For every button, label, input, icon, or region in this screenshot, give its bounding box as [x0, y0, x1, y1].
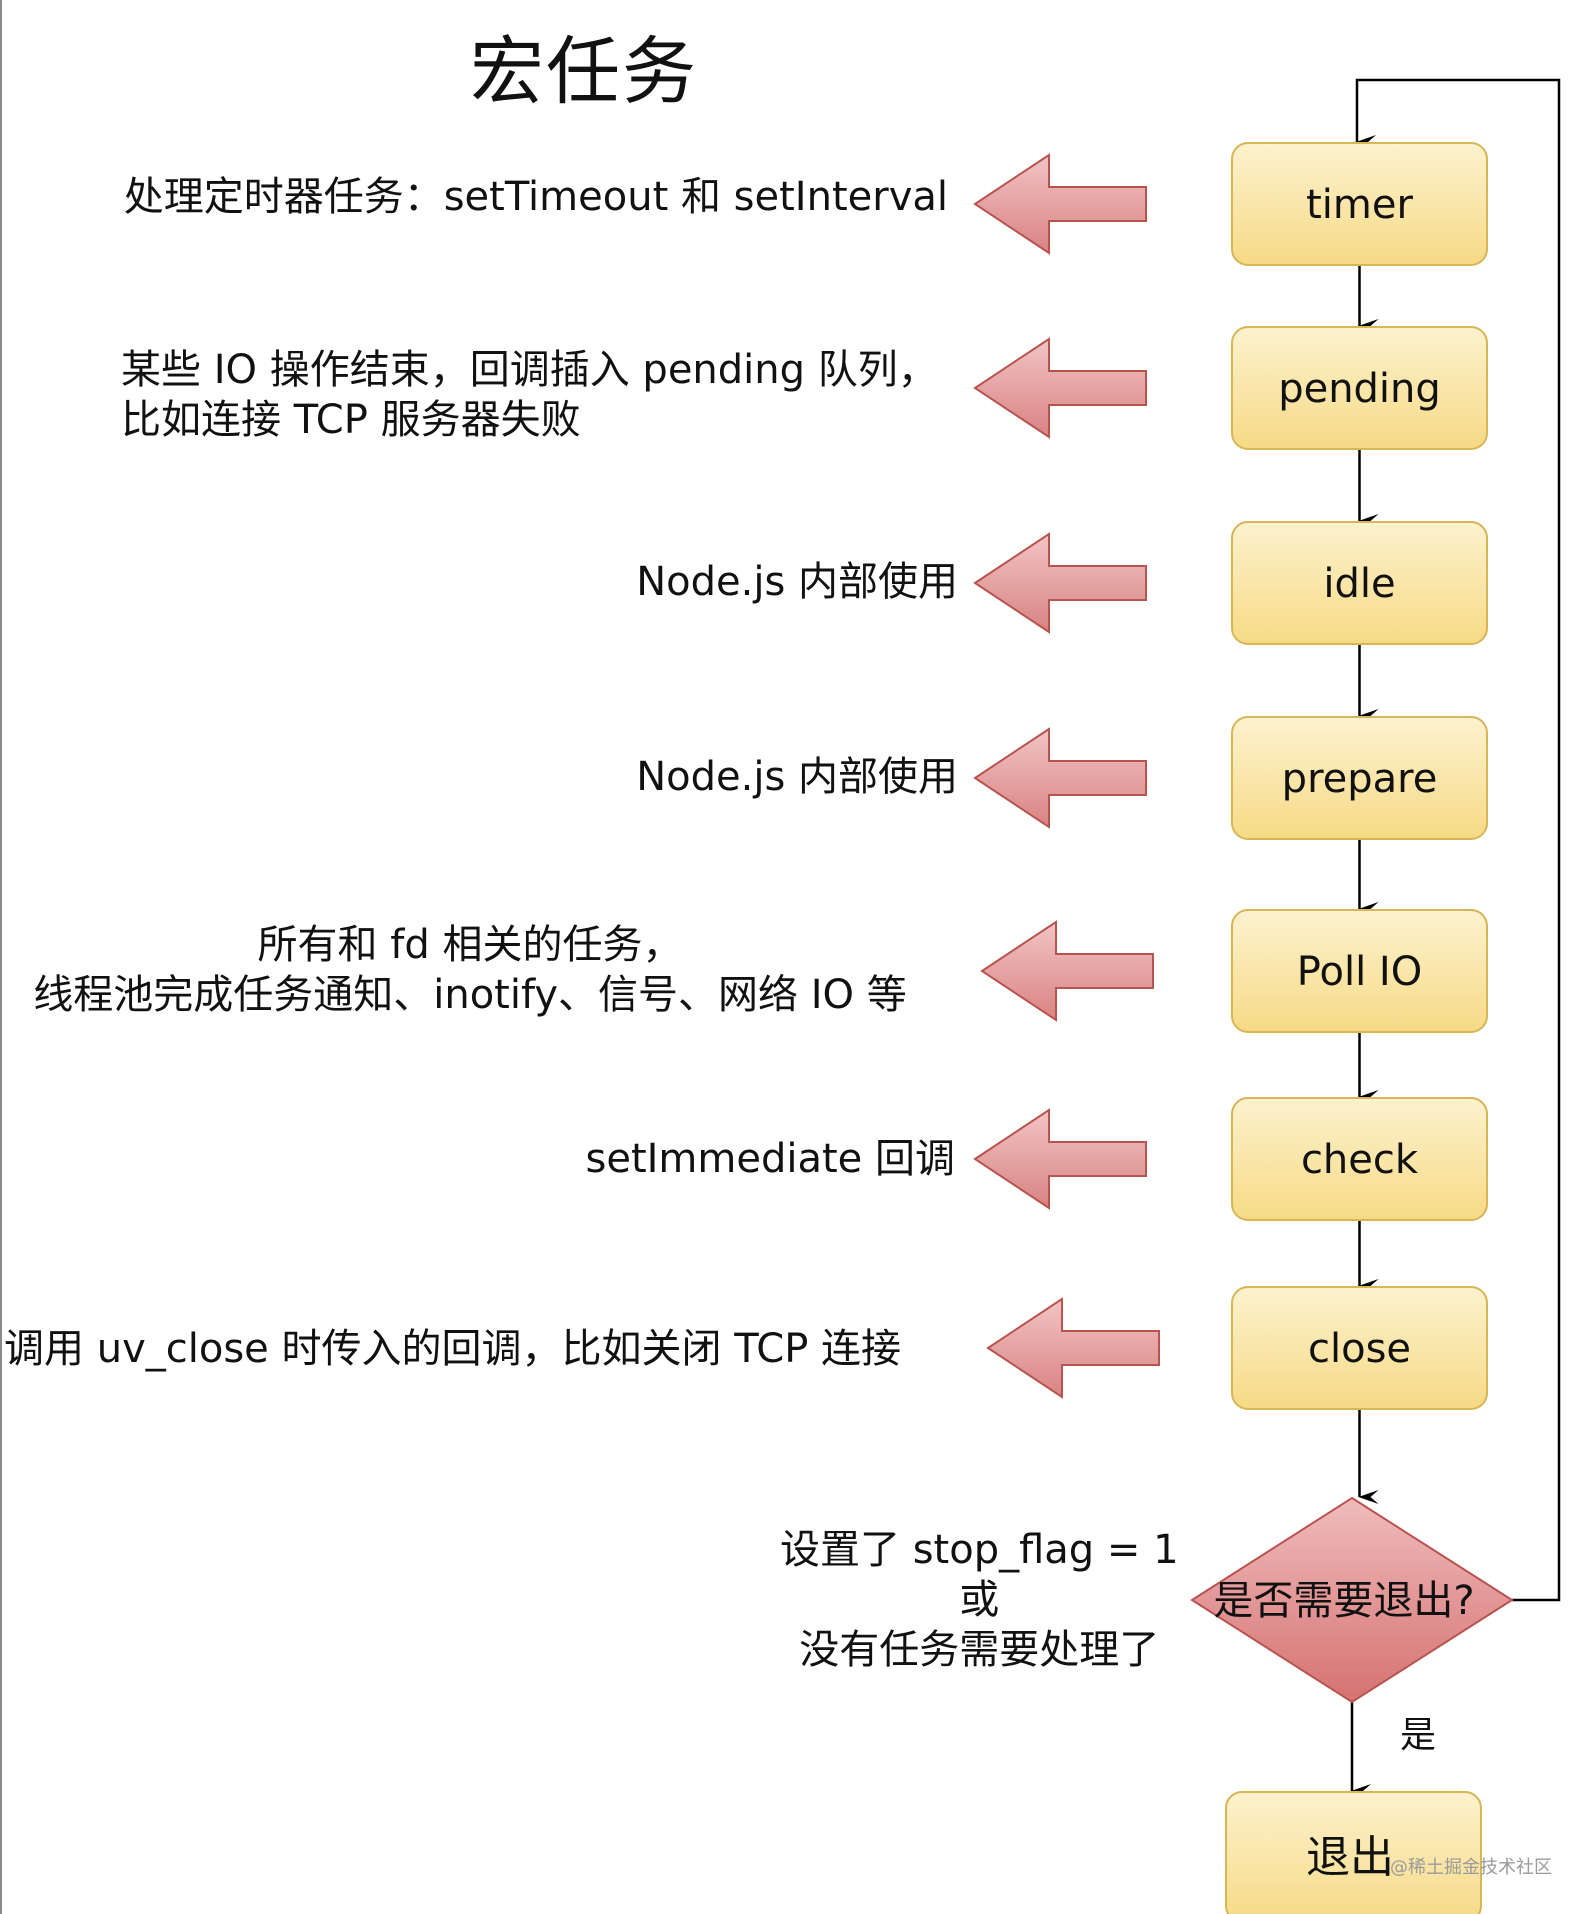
phase-box-shape [1231, 1286, 1488, 1410]
exit-label: 退出 [1306, 1832, 1394, 1883]
phase-box-pending: pending [1231, 326, 1488, 450]
left-block-arrow [973, 1108, 1147, 1210]
phase-box-shape [1231, 1097, 1488, 1221]
exit-box: 退出 [1225, 1791, 1482, 1914]
left-block-arrow [980, 920, 1154, 1022]
phase-box-check: check [1231, 1097, 1488, 1221]
phase-label: Poll IO [1297, 949, 1422, 995]
phase-label: pending [1278, 366, 1441, 412]
decision-label: 是否需要退出? [1213, 1578, 1474, 1624]
left-block-arrow [973, 532, 1147, 634]
phase-description: Node.js 内部使用 [636, 557, 958, 607]
phase-description-line: 调用 uv_close 时传入的回调，比如关闭 TCP 连接 [4, 1326, 902, 1372]
yes-label: 是 [1400, 1715, 1437, 1756]
phase-label: idle [1323, 561, 1395, 607]
loop-back-connector [1355, 78, 1561, 1602]
diagram-title: 宏任务 [470, 29, 698, 115]
exit-condition-line: 或 [959, 1577, 1000, 1623]
left-block-arrow [973, 153, 1147, 255]
phase-label: timer [1306, 182, 1413, 228]
phase-description: setImmediate 回调 [586, 1134, 956, 1184]
watermark: @稀土掘金技术社区 [1390, 1857, 1552, 1878]
decision-shape [1190, 1496, 1514, 1704]
phase-label: prepare [1282, 756, 1438, 802]
left-block-arrow [973, 727, 1147, 829]
phase-box-shape [1231, 142, 1488, 266]
exit-box-shape [1225, 1791, 1482, 1914]
phase-box-close: close [1231, 1286, 1488, 1410]
phase-description: 调用 uv_close 时传入的回调，比如关闭 TCP 连接 [4, 1324, 901, 1374]
phase-box-shape [1231, 326, 1488, 450]
decision-diamond: 是否需要退出? [1190, 1496, 1514, 1704]
exit-condition-line: 没有任务需要处理了 [799, 1627, 1160, 1673]
phase-box-idle: idle [1231, 521, 1488, 645]
left-block-arrow [973, 337, 1147, 439]
phase-description: Node.js 内部使用 [636, 752, 958, 802]
phase-description: 处理定时器任务：setTimeout 和 setInterval [124, 172, 948, 222]
phase-box-prepare: prepare [1231, 716, 1488, 840]
phase-description-line: 处理定时器任务：setTimeout 和 setInterval [123, 174, 948, 220]
exit-condition-line: 设置了 stop_flag = 1 [780, 1527, 1179, 1573]
phase-box-shape [1231, 521, 1488, 645]
phase-description-line: 所有和 fd 相关的任务， [257, 922, 683, 968]
phase-description-line: 线程池完成任务通知、inotify、信号、网络 IO 等 [33, 972, 907, 1018]
phase-label: check [1301, 1137, 1419, 1183]
phase-box-poll-io: Poll IO [1231, 909, 1488, 1033]
phase-description-line: 比如连接 TCP 服务器失败 [121, 397, 581, 443]
phase-description: 某些 IO 操作结束，回调插入 pending 队列，比如连接 TCP 服务器失… [121, 345, 938, 445]
left-block-arrow [986, 1297, 1160, 1399]
phase-description-line: setImmediate 回调 [585, 1136, 956, 1182]
phase-box-shape [1231, 909, 1488, 1033]
phase-description-line: Node.js 内部使用 [636, 754, 958, 800]
phase-box-shape [1231, 716, 1488, 840]
left-border [0, 0, 2, 1914]
phase-description: 所有和 fd 相关的任务，线程池完成任务通知、inotify、信号、网络 IO … [10, 920, 930, 1020]
phase-description-line: Node.js 内部使用 [636, 559, 958, 605]
exit-condition: 设置了 stop_flag = 1 或 没有任务需要处理了 [780, 1525, 1179, 1675]
phase-description-line: 某些 IO 操作结束，回调插入 pending 队列， [121, 347, 938, 393]
phase-label: close [1308, 1326, 1411, 1372]
phase-box-timer: timer [1231, 142, 1488, 266]
